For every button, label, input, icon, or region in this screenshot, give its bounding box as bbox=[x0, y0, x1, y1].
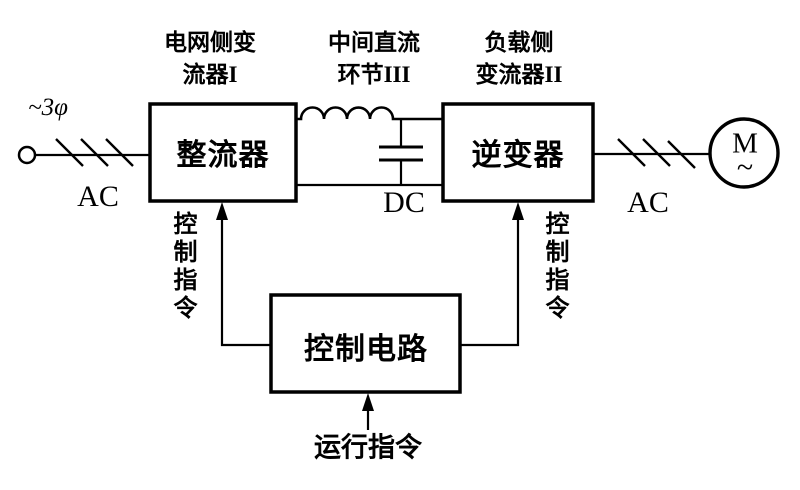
dc-label: DC bbox=[383, 186, 425, 219]
dc-link-inductor-coil bbox=[296, 106, 443, 121]
control-line-right bbox=[460, 214, 520, 347]
motor-m-label: M bbox=[732, 127, 758, 160]
control-box bbox=[269, 293, 462, 394]
inverter-box bbox=[441, 102, 595, 203]
heading-grid-side-line2: 流器I bbox=[182, 62, 238, 87]
rectifier-label: 整流器 bbox=[176, 139, 270, 172]
heading-dc-link: 中间直流 环节III bbox=[328, 27, 420, 91]
control-command-label-right: 控制指令 bbox=[541, 211, 567, 323]
input-terminal-circle bbox=[17, 145, 37, 165]
control-circuit-label: 控制电路 bbox=[304, 333, 428, 366]
phase-slash bbox=[667, 140, 696, 169]
motor-wave-icon: ~ bbox=[736, 151, 754, 184]
inverter-label: 逆变器 bbox=[471, 139, 565, 172]
heading-dc-link-line2: 环节III bbox=[337, 62, 411, 87]
heading-load-side-line1: 负载侧 bbox=[484, 30, 554, 55]
phase-slash bbox=[80, 138, 109, 167]
arrowhead-bottom-up bbox=[362, 393, 374, 411]
arrowhead-right-up bbox=[512, 202, 524, 220]
heading-grid-side-line1: 电网侧变 bbox=[164, 30, 256, 55]
motor-circle bbox=[708, 117, 780, 189]
phase-slash bbox=[617, 138, 646, 167]
three-phase-input-label: ~3φ bbox=[28, 94, 68, 121]
ac-label-right: AC bbox=[627, 186, 669, 219]
ac-label-left: AC bbox=[77, 180, 119, 213]
dc-link-capacitor bbox=[379, 119, 423, 185]
arrowhead-left-up bbox=[216, 202, 228, 220]
control-command-label-left: 控制指令 bbox=[169, 211, 195, 323]
heading-grid-side-converter: 电网侧变 流器I bbox=[164, 27, 256, 91]
run-command-label: 运行指令 bbox=[314, 432, 422, 463]
phase-slashes-right bbox=[617, 138, 696, 169]
control-line-left bbox=[220, 214, 271, 347]
phase-slash bbox=[642, 138, 671, 167]
heading-load-side-converter: 负载侧 变流器II bbox=[476, 27, 563, 91]
heading-dc-link-line1: 中间直流 bbox=[328, 30, 420, 55]
phase-slash bbox=[55, 138, 84, 167]
phase-slash bbox=[105, 138, 134, 167]
rectifier-box bbox=[148, 102, 298, 203]
phase-slashes-left bbox=[55, 138, 134, 167]
heading-load-side-line2: 变流器II bbox=[475, 62, 563, 87]
